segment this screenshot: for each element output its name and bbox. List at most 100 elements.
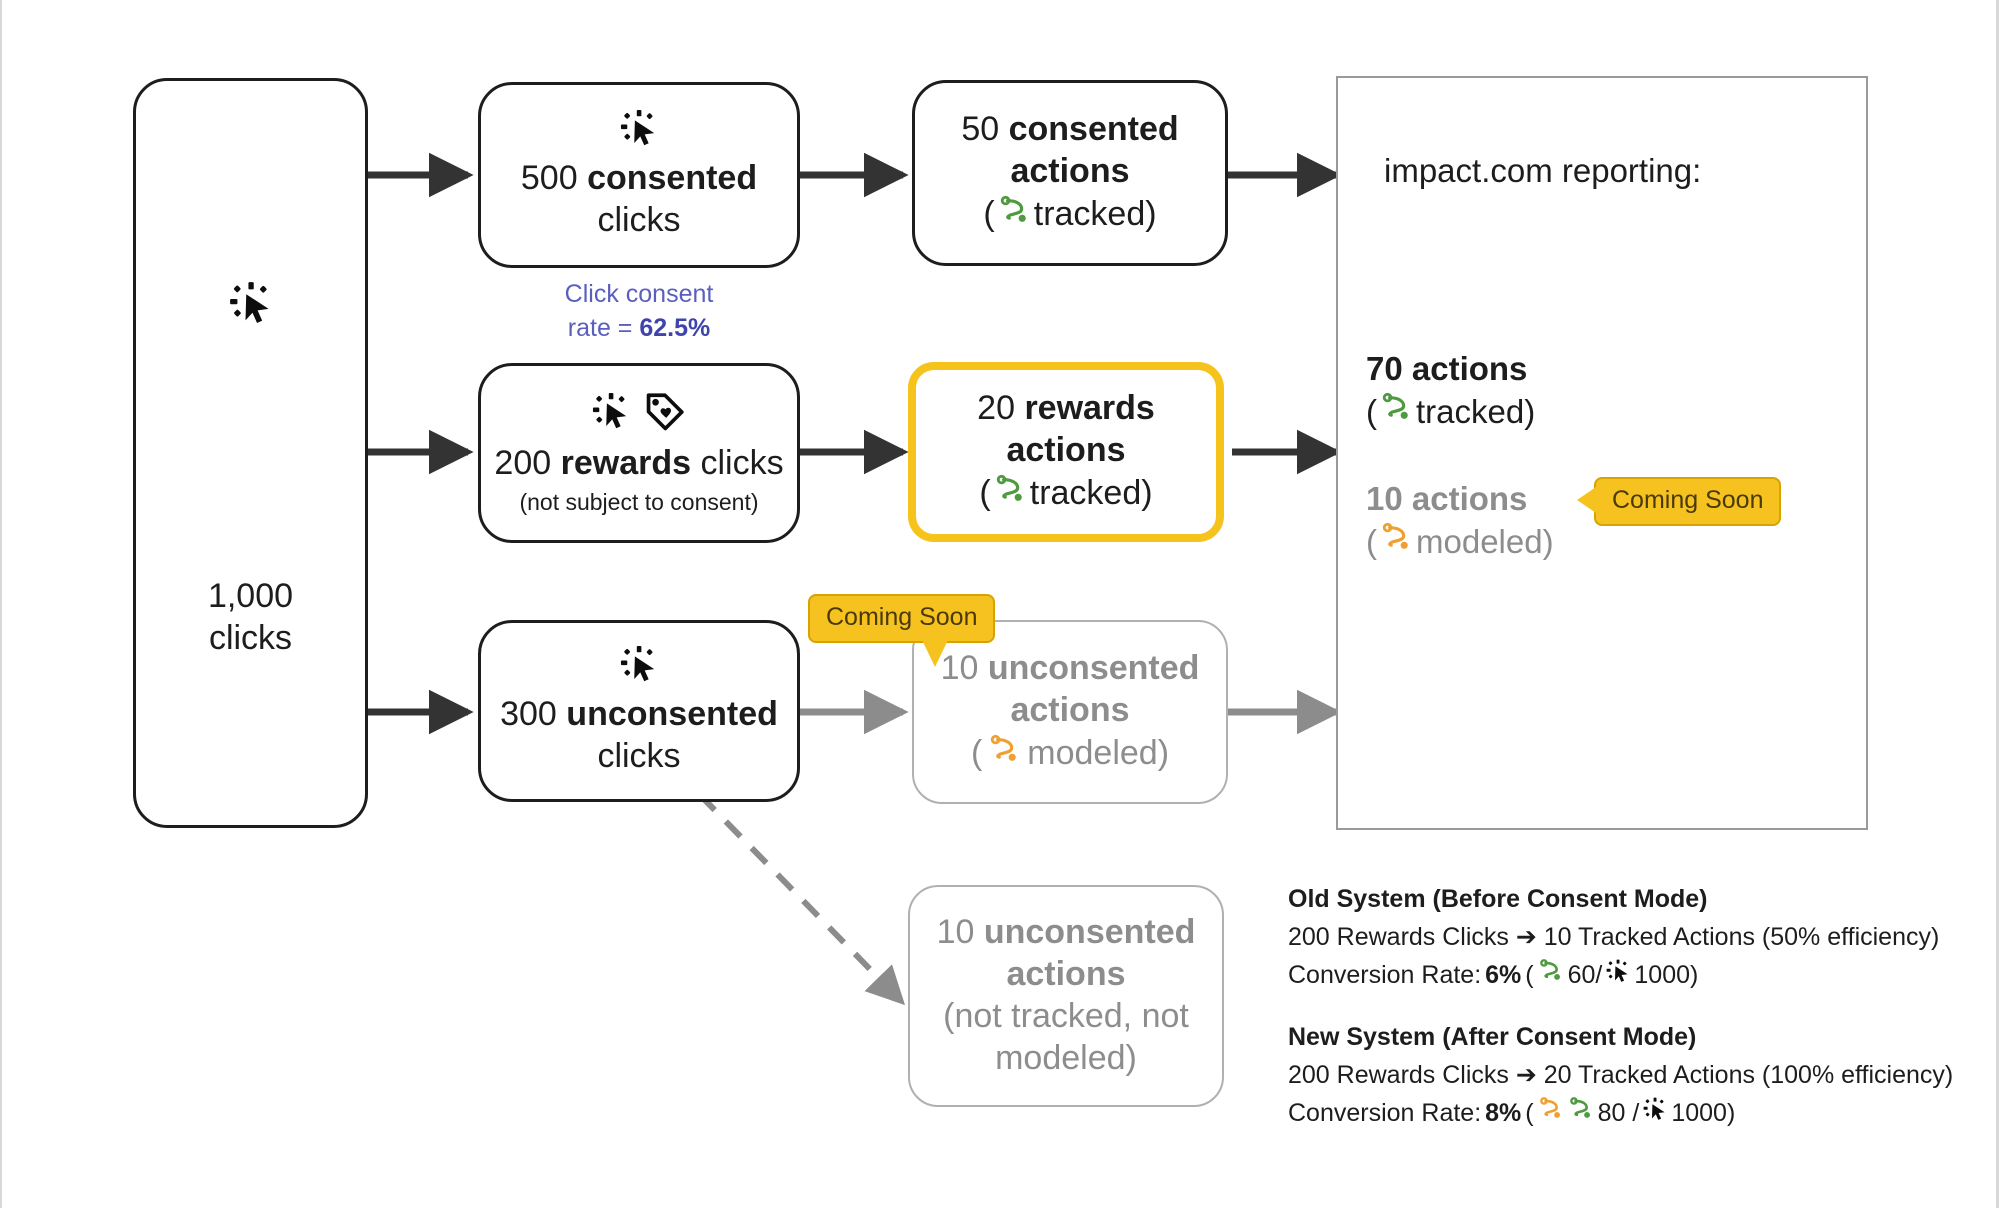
rewards-clicks-strong: rewards [560,443,692,482]
rewards-actions-text: 20 rewards actions [977,388,1155,472]
legend-old-rate: 6% [1485,961,1522,989]
tag-heart-icon [644,390,686,437]
unconsented-clicks-strong: unconsented [566,694,778,733]
arrow-unconsented-to-dropped [697,792,906,1006]
panel-impact-reporting[interactable] [1336,76,1868,830]
status-word: tracked) [1029,473,1153,512]
legend-old-line2: 200 Rewards Clicks ➔ 10 Tracked Actions … [1288,923,1940,951]
consented-actions-label: actions [1010,152,1130,191]
dropped-actions-text: 10 unconsented actions (not tracked, not… [937,912,1196,1079]
route-tracked-icon [994,472,1027,516]
stat-paren-open: ( [1366,392,1377,430]
rewards-clicks-value: 200 [494,443,552,482]
stat-modeled-total: 10 actions ( modeled) [1366,478,1554,563]
report-panel-title: impact.com reporting: [1384,152,1702,189]
legend-new-paren: ( [1525,1099,1534,1127]
status-paren-open: ( [979,473,991,512]
badge-label: Coming Soon [1612,486,1764,514]
route-tracked-icon [1568,1094,1594,1132]
legend-new-numerator: 80 / [1597,1099,1640,1127]
node-consented-clicks[interactable]: 500 consented clicks [478,82,800,268]
modeled-actions-status: ( modeled) [971,732,1169,776]
badge-tail-down [922,640,948,667]
legend-new-rate-prefix: Conversion Rate: [1288,1099,1482,1127]
status-paren-open: ( [983,194,995,233]
unconsented-clicks-text: 300 unconsented clicks [500,694,778,778]
badge-label: Coming Soon [826,603,978,631]
legend-new-title: New System (After Consent Mode) [1288,1023,1697,1051]
cursor-click-icon [592,392,630,435]
source-value-label: 1,000 clicks [136,576,365,660]
rewards-actions-value: 20 [977,389,1015,428]
badge-coming-soon-modeled[interactable]: Coming Soon [1577,477,1782,526]
unconsented-clicks-icon-row [620,645,658,688]
route-modeled-icon [1538,1094,1564,1132]
consented-actions-status: ( tracked) [983,193,1156,237]
consented-clicks-label: clicks [597,200,681,239]
consented-actions-text: 50 consented actions [961,109,1178,193]
route-tracked-icon [1380,390,1413,433]
source-value: 1,000 [207,577,294,615]
source-label: clicks [208,618,293,657]
route-tracked-icon [1538,956,1564,994]
stat-word: tracked) [1416,392,1536,430]
click-consent-rate-note: Click consent rate = 62.5% [478,278,800,345]
dropped-actions-note1: (not tracked, not [943,997,1189,1035]
node-source-clicks[interactable]: 1,000 clicks [133,78,368,828]
cursor-click-icon [229,281,273,330]
modeled-actions-label: actions [1010,691,1130,730]
source-icon-row [136,281,365,330]
legend-old-rate-prefix: Conversion Rate: [1288,961,1482,989]
stat-modeled-headline: 10 actions [1366,480,1528,517]
unconsented-clicks-label: clicks [597,736,681,775]
legend-new-line2: 200 Rewards Clicks ➔ 20 Tracked Actions … [1288,1061,1954,1089]
node-consented-actions[interactable]: 50 consented actions ( tracked) [912,80,1228,266]
cursor-click-icon [620,645,658,688]
node-unconsented-actions-dropped[interactable]: 10 unconsented actions (not tracked, not… [908,885,1224,1107]
node-unconsented-clicks[interactable]: 300 unconsented clicks [478,620,800,802]
legend-old-denominator: 1000) [1634,961,1699,989]
badge-coming-soon-unconsented[interactable]: Coming Soon [808,594,996,667]
unconsented-clicks-value: 300 [500,694,557,733]
canvas-right-border [1996,0,1999,1208]
node-unconsented-actions-modeled[interactable]: 10 unconsented actions ( modeled) [912,620,1228,804]
consented-clicks-text: 500 consented clicks [521,158,757,242]
rewards-actions-strong: rewards [1024,389,1155,428]
stat-paren-open: ( [1366,522,1377,560]
consented-clicks-value: 500 [520,158,578,197]
route-modeled-icon [1380,520,1413,563]
legend-old-rate-row: Conversion Rate: 6% ( 60/ [1288,956,1939,994]
node-rewards-clicks[interactable]: 200 rewards clicks (not subject to conse… [478,363,800,543]
consented-clicks-strong: consented [587,158,758,197]
legend-new-rate: 8% [1485,1099,1522,1127]
consent-note-prefix: rate = [567,313,640,342]
stat-word: modeled) [1416,522,1554,560]
rewards-clicks-text: 200 rewards clicks [494,443,783,485]
rewards-actions-label: actions [1006,431,1126,470]
route-tracked-icon [998,193,1031,237]
consented-actions-strong: consented [1008,110,1179,149]
rewards-clicks-icon-row [592,390,686,437]
cursor-click-icon [1606,956,1630,994]
node-rewards-actions[interactable]: 20 rewards actions ( tracked) [908,362,1224,542]
dropped-actions-label: actions [1006,955,1126,994]
legend-old-title: Old System (Before Consent Mode) [1288,885,1708,913]
canvas-left-border [0,0,2,1208]
consent-rate-value: 62.5% [639,313,711,342]
consent-note-line1: Click consent [564,280,714,308]
legend-new-rate-row: Conversion Rate: 8% ( [1288,1094,1953,1132]
dropped-actions-value: 10 [936,913,975,952]
cursor-click-icon [620,109,658,152]
dropped-actions-strong: unconsented [983,913,1196,952]
status-word: modeled) [1027,733,1170,772]
stat-modeled-line: ( modeled) [1366,520,1554,563]
status-paren-open: ( [970,733,983,772]
legend-old-numerator: 60/ [1567,961,1603,989]
cursor-click-icon [1643,1094,1667,1132]
badge-tail-left [1577,487,1596,513]
modeled-actions-strong: unconsented [987,649,1200,688]
rewards-clicks-note: (not subject to consent) [519,488,759,515]
legend-new-denominator: 1000) [1671,1099,1736,1127]
stat-tracked-headline: 70 actions [1366,350,1528,387]
